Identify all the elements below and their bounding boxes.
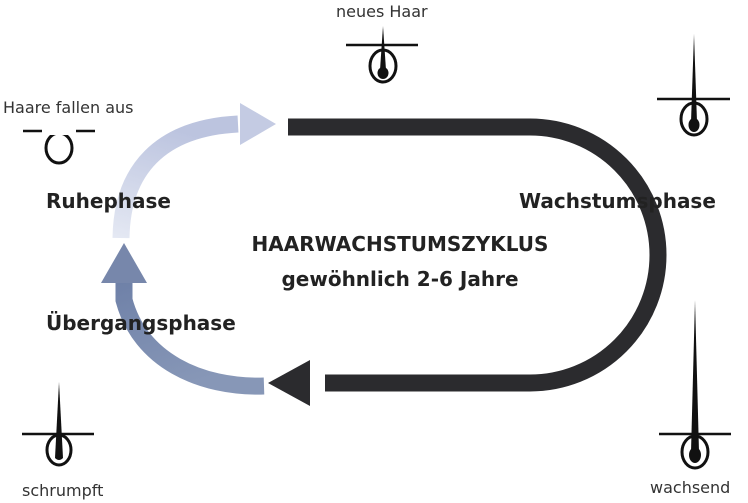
rest-phase-arc <box>112 115 239 239</box>
hair-falling-out-label: Haare fallen aus <box>3 98 134 117</box>
shrinking-label: schrumpft <box>22 481 104 500</box>
diagram-subtitle: gewöhnlich 2-6 Jahre <box>281 267 519 291</box>
rest-phase-label: Ruhephase <box>46 189 171 213</box>
transition-phase-arrowhead <box>101 243 147 283</box>
growing-hair-upper-icon <box>657 34 730 137</box>
hair-falling-out-icon <box>23 126 95 165</box>
growing-hair-lower-icon <box>659 300 731 470</box>
growth-phase-arrowhead <box>268 360 310 406</box>
new-hair-label: neues Haar <box>336 2 428 21</box>
growing-label: wachsend <box>650 478 731 497</box>
rest-phase-arrowhead <box>240 103 276 145</box>
growth-phase-arc <box>288 118 667 392</box>
transition-phase-label: Übergangsphase <box>46 311 236 335</box>
growth-phase-label: Wachstumsphase <box>519 189 716 213</box>
transition-phase-arc <box>115 282 265 395</box>
shrinking-hair-icon <box>22 382 94 467</box>
diagram-title: HAARWACHSTUMSZYKLUS <box>251 232 549 256</box>
new-hair-icon <box>346 26 418 84</box>
